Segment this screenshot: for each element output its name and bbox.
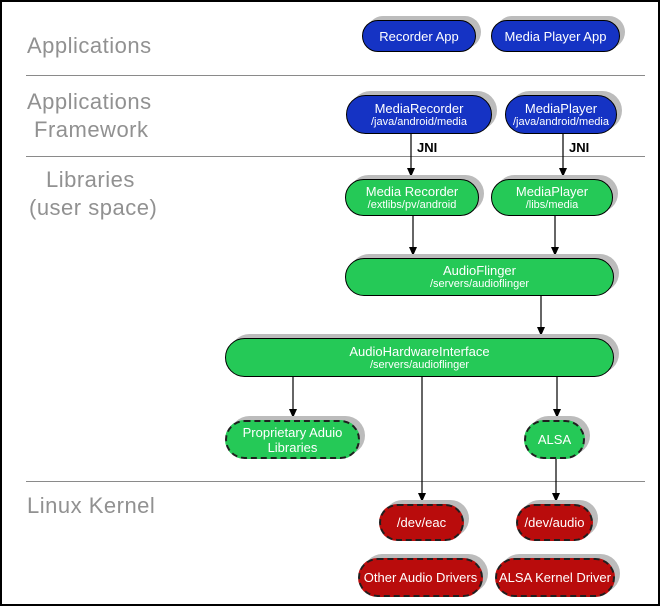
node-path: /servers/audioflinger <box>369 358 470 371</box>
node-dev-eac: /dev/eac <box>379 504 464 541</box>
node-path: /java/android/media <box>512 115 609 128</box>
node-recorder-app: Recorder App <box>362 20 476 52</box>
layer-label-applications: Applications <box>27 32 152 60</box>
layer-divider-applications <box>26 75 645 76</box>
node-path: /libs/media <box>525 198 579 211</box>
layer-label-text: (user space) <box>29 195 158 220</box>
node-title: Libraries <box>267 439 318 455</box>
layer-label-text: Linux Kernel <box>27 493 156 518</box>
node-title: ALSA Kernel Driver <box>499 570 611 585</box>
node-path: /java/android/media <box>370 115 467 128</box>
node-title: AudioFlinger <box>443 263 516 278</box>
layer-label-applications-framework: Applications Framework <box>27 88 152 144</box>
node-title: Media Recorder <box>365 183 459 199</box>
layer-label-text: Applications <box>27 33 152 58</box>
layer-label-libraries: Libraries (user space) <box>29 166 157 222</box>
jni-label-left: JNI <box>417 140 438 155</box>
node-alsa: ALSA <box>524 420 585 459</box>
node-audioflinger: AudioFlinger /servers/audioflinger <box>345 258 614 296</box>
node-title: Proprietary Aduio <box>242 424 343 440</box>
node-title: ALSA <box>537 432 572 447</box>
node-title: MediaPlayer <box>515 183 589 199</box>
layer-label-text: Libraries <box>46 167 135 192</box>
node-dev-audio: /dev/audio <box>516 504 593 541</box>
layer-label-text: Framework <box>34 117 149 142</box>
node-title: /dev/eac <box>396 515 447 530</box>
node-media-player-app: Media Player App <box>491 20 620 52</box>
layer-label-linux-kernel: Linux Kernel <box>27 492 155 520</box>
node-mediaplayer-framework: MediaPlayer /java/android/media <box>505 95 617 134</box>
node-title: Media Player App <box>504 28 607 44</box>
node-path: /extlibs/pv/android <box>367 198 457 211</box>
node-mediarecorder-framework: MediaRecorder /java/android/media <box>346 95 492 134</box>
node-title: /dev/audio <box>524 515 585 530</box>
node-audiohardwareinterface: AudioHardwareInterface /servers/audiofli… <box>225 338 614 377</box>
node-mediaplayer-library: MediaPlayer /libs/media <box>491 179 613 216</box>
layer-divider-kernel <box>26 481 645 482</box>
node-alsa-kernel-driver: ALSA Kernel Driver <box>495 558 615 597</box>
node-proprietary-audio-libraries: Proprietary Aduio Libraries <box>225 420 360 459</box>
node-media-recorder-library: Media Recorder /extlibs/pv/android <box>345 179 479 216</box>
node-title: AudioHardwareInterface <box>349 343 490 359</box>
jni-label-right: JNI <box>569 140 590 155</box>
node-title: MediaRecorder <box>374 100 464 116</box>
node-title: Other Audio Drivers <box>363 570 478 585</box>
node-title: Recorder App <box>379 28 459 44</box>
layer-label-text: Applications <box>27 89 152 114</box>
layer-divider-framework <box>26 156 645 157</box>
node-title: MediaPlayer <box>524 100 598 116</box>
node-other-audio-drivers: Other Audio Drivers <box>358 558 483 597</box>
node-path: /servers/audioflinger <box>429 278 530 290</box>
